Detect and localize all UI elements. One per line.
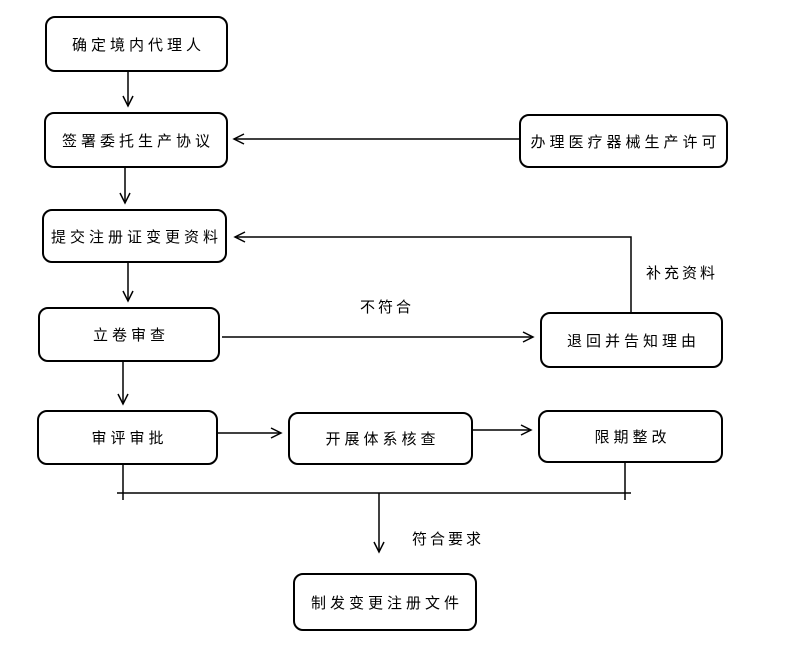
- edge-label-meets-requirements: 符合要求: [412, 532, 485, 548]
- flow-node-sign-agreement: 签署委托生产协议: [44, 112, 228, 168]
- flow-node-production-license: 办理医疗器械生产许可: [519, 114, 728, 168]
- flow-node-system-inspection: 开展体系核查: [288, 412, 473, 465]
- edge-label-supplement-materials: 补充资料: [646, 266, 719, 282]
- flow-node-issue-change-registration: 制发变更注册文件: [293, 573, 477, 631]
- flow-node-deadline-rectification: 限期整改: [538, 410, 723, 463]
- edge-label-not-conforming: 不符合: [360, 300, 415, 316]
- flow-node-filing-review: 立卷审查: [38, 307, 220, 362]
- flow-node-review-approval: 审评审批: [37, 410, 218, 465]
- flow-node-return-inform-reasons: 退回并告知理由: [540, 312, 723, 368]
- flow-node-submit-change-materials: 提交注册证变更资料: [42, 209, 227, 263]
- flow-node-determine-agent: 确定境内代理人: [45, 16, 228, 72]
